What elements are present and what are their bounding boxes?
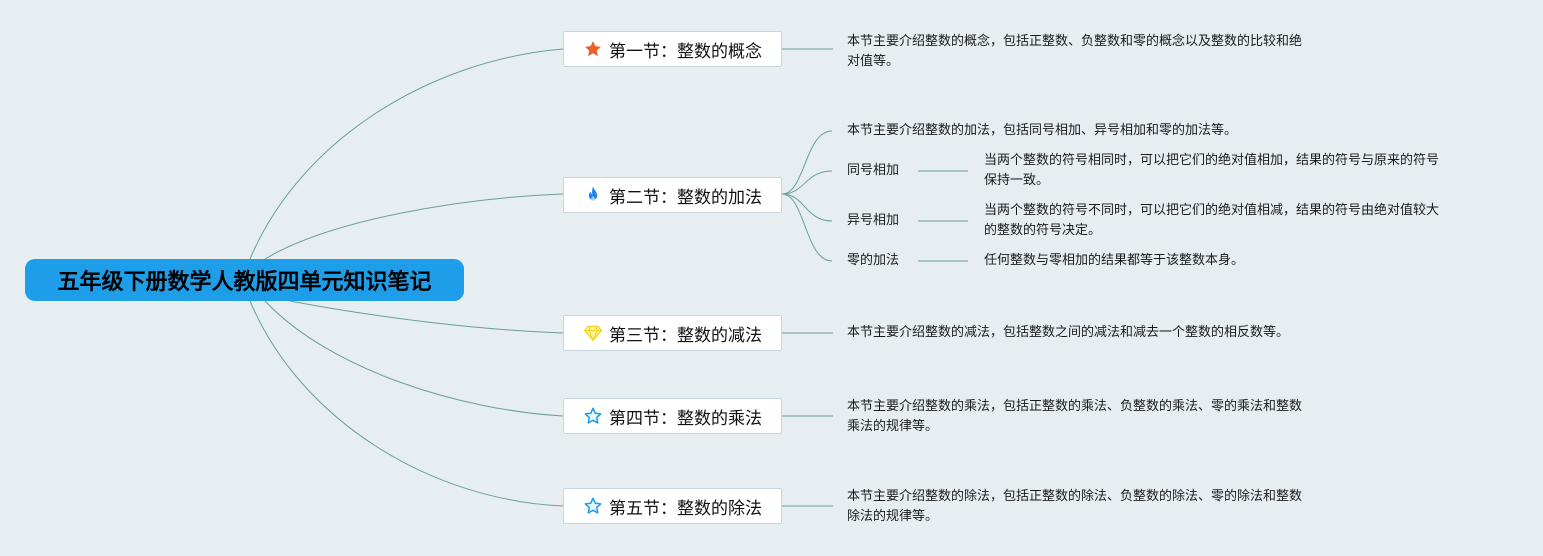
fire-icon [583,185,603,205]
section-1-summary: 本节主要介绍整数的概念，包括正整数、负整数和零的概念以及整数的比较和绝 对值等。 [847,32,1302,72]
section-4-summary-line-1: 本节主要介绍整数的乘法，包括正整数的乘法、负整数的乘法、零的乘法和整数 [847,399,1303,414]
section-3-title: 第三节：整数的减法 [609,325,762,346]
subtopic-label-same-sign[interactable]: 同号相加 [847,163,900,178]
subtopic-desc-diff-sign: 当两个整数的符号不同时，可以把它们的绝对值相减，结果的符号由绝对值较大 的整数的… [984,201,1439,241]
star-outline-icon [583,496,603,516]
subtopic-3-desc-line-1: 任何整数与零相加的结果都等于该整数本身。 [984,253,1245,268]
section-1-summary-line-2: 对值等。 [847,54,900,69]
section-2-summary: 本节主要介绍整数的加法，包括同号相加、异号相加和零的加法等。 [847,121,1237,141]
link-root-section-3 [289,300,564,334]
section-2-node[interactable]: 第二节：整数的加法 [563,177,782,213]
section-4-summary-line-2: 乘法的规律等。 [847,419,939,434]
link-section-2-sub-2 [781,193,833,222]
section-1-node[interactable]: 第一节：整数的概念 [563,31,782,67]
link-root-section-4 [264,300,564,417]
section-2-summary-line-1: 本节主要介绍整数的加法，包括同号相加、异号相加和零的加法等。 [847,123,1238,138]
section-5-summary-line-1: 本节主要介绍整数的除法，包括正整数的除法、负整数的除法、零的除法和整数 [847,489,1303,504]
section-5-summary-line-2: 除法的规律等。 [847,509,939,524]
section-5-node[interactable]: 第五节：整数的除法 [563,488,782,524]
subtopic-2-desc-line-1: 当两个整数的符号不同时，可以把它们的绝对值相减，结果的符号由绝对值较大 [984,203,1440,218]
section-4-summary: 本节主要介绍整数的乘法，包括正整数的乘法、负整数的乘法、零的乘法和整数 乘法的规… [847,397,1302,437]
section-3-summary: 本节主要介绍整数的减法，包括整数之间的减法和减去一个整数的相反数等。 [847,323,1289,343]
section-4-node[interactable]: 第四节：整数的乘法 [563,398,782,434]
root-title: 五年级下册数学人教版四单元知识笔记 [57,270,432,295]
link-root-section-1 [249,48,564,260]
star-outline-icon [583,406,603,426]
section-2-title: 第二节：整数的加法 [609,187,762,208]
link-root-section-5 [249,300,564,507]
link-section-2-sub-3 [781,193,833,262]
subtopic-label-diff-sign[interactable]: 异号相加 [847,213,900,228]
subtopic-desc-zero-add: 任何整数与零相加的结果都等于该整数本身。 [984,251,1244,271]
subtopic-desc-same-sign: 当两个整数的符号相同时，可以把它们的绝对值相加，结果的符号与原来的符号 保持一致… [984,151,1439,191]
root-topic[interactable]: 五年级下册数学人教版四单元知识笔记 [25,259,464,301]
subtopic-1-desc-line-1: 当两个整数的符号相同时，可以把它们的绝对值相加，结果的符号与原来的符号 [984,153,1440,168]
section-4-title: 第四节：整数的乘法 [609,408,762,429]
subtopic-label-zero-add[interactable]: 零的加法 [847,253,900,268]
section-3-node[interactable]: 第三节：整数的减法 [563,315,782,351]
diamond-icon [583,323,603,343]
section-1-summary-line-1: 本节主要介绍整数的概念，包括正整数、负整数和零的概念以及整数的比较和绝 [847,34,1303,49]
subtopic-1-desc-line-2: 保持一致。 [984,173,1050,188]
section-3-summary-line-1: 本节主要介绍整数的减法，包括整数之间的减法和减去一个整数的相反数等。 [847,325,1290,340]
section-5-summary: 本节主要介绍整数的除法，包括正整数的除法、负整数的除法、零的除法和整数 除法的规… [847,487,1302,527]
star-filled-icon [583,39,603,59]
subtopic-2-desc-line-2: 的整数的符号决定。 [984,223,1102,238]
link-section-2-summary [781,130,833,195]
section-1-title: 第一节：整数的概念 [609,41,762,62]
section-5-title: 第五节：整数的除法 [609,498,762,519]
link-section-2-sub-1 [781,170,833,195]
link-root-section-2 [264,193,564,260]
